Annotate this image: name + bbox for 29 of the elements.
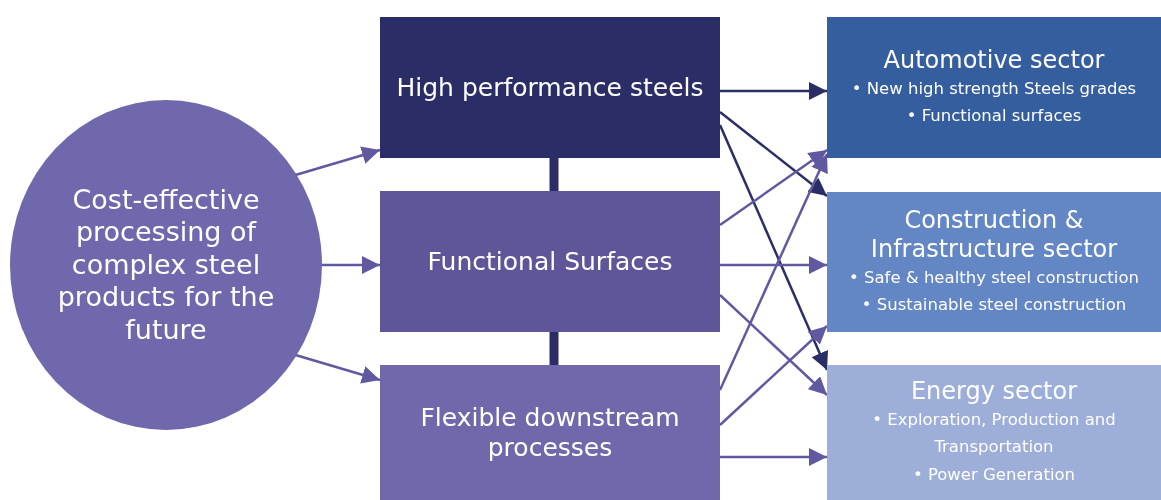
bullet-item: • Sustainable steel construction (860, 293, 1128, 316)
arrow (322, 256, 380, 274)
sector-box (827, 192, 1161, 332)
arrow (719, 325, 828, 426)
bullet-item: • Exploration, Production and Transportation (871, 409, 1117, 459)
bullet-item: • Power Generation (911, 463, 1077, 486)
process-box (380, 191, 720, 332)
topic-text: Cost-effective processing of complex steel products for the future (56, 184, 276, 346)
arrow (719, 148, 828, 227)
sector-box (827, 17, 1161, 158)
process-label: Flexible downstream processes (419, 402, 681, 463)
sector-heading: Construction & Infrastructure sector (869, 206, 1119, 264)
connector-bar (549, 332, 559, 365)
arrow (720, 256, 827, 274)
connector-bar (549, 158, 559, 191)
arrow (719, 111, 828, 197)
process-label: High performance steels (396, 72, 704, 103)
arrow (720, 82, 827, 100)
process-box (380, 17, 720, 158)
sector-heading: Energy sector (910, 377, 1078, 407)
bullet-item: • Safe & healthy steel construction (848, 266, 1140, 289)
bullet-item: • Functional surfaces (905, 104, 1083, 127)
bullet-item: • New high strength Steels grades (850, 77, 1138, 100)
arrow (720, 448, 827, 466)
process-box (380, 365, 720, 500)
arrow (719, 294, 828, 396)
sector-heading: Automotive sector (883, 45, 1105, 75)
process-label: Functional Surfaces (427, 246, 673, 277)
sector-box (827, 365, 1161, 500)
